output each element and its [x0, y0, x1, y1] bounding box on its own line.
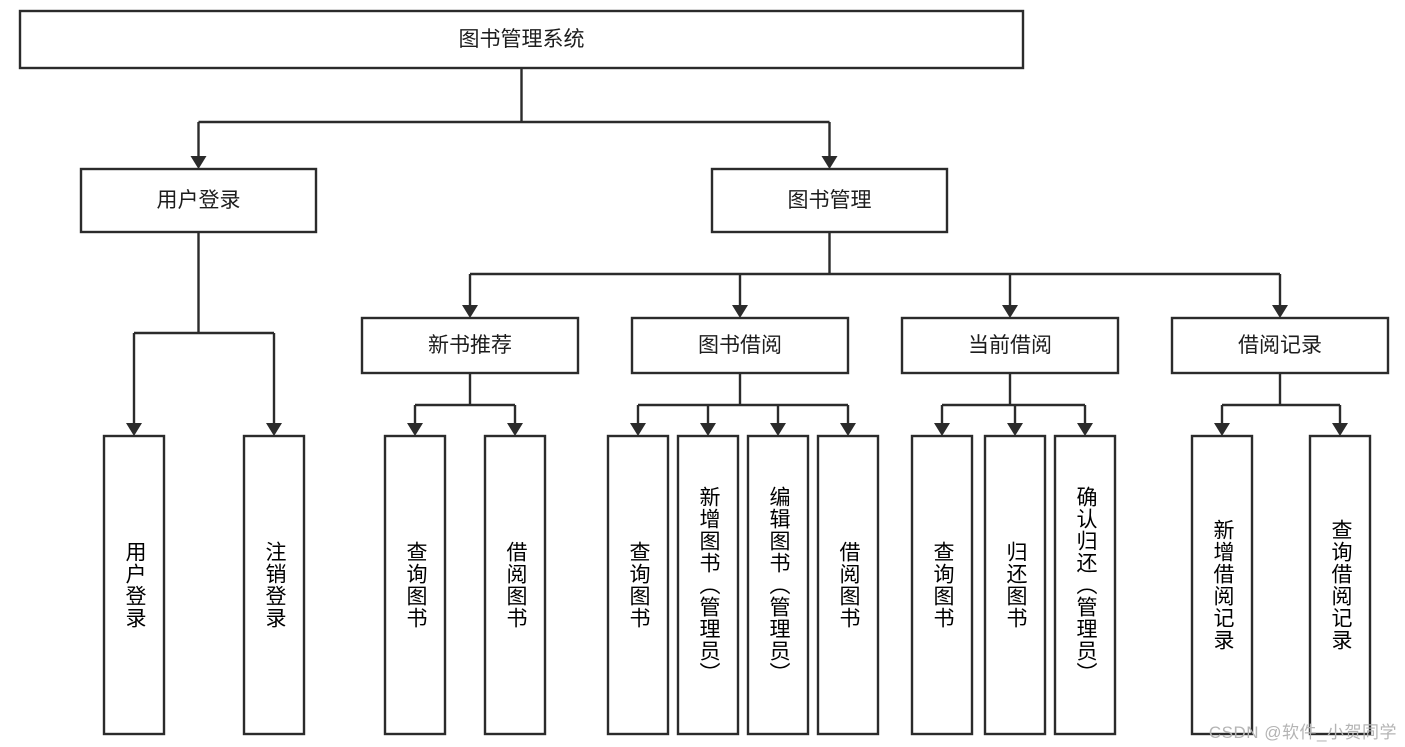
arrow-head [1077, 423, 1093, 436]
node-label: 新增图书（管理员） [697, 486, 720, 684]
node-label-wrapper: 借阅图书 [837, 541, 860, 629]
node-borrow-record[interactable]: 借阅记录 [1170, 316, 1390, 375]
arrow-head [770, 423, 786, 436]
leaf-node-box [102, 434, 166, 736]
arrow-head [1214, 423, 1230, 436]
node-leaf-query-book-3[interactable]: 查询图书 [910, 434, 974, 736]
node-leaf-logout-login[interactable]: 注销登录 [242, 434, 306, 736]
node-label: 借阅图书 [504, 541, 527, 629]
node-leaf-query-book-1[interactable]: 查询图书 [383, 434, 447, 736]
node-label: 编辑图书（管理员） [767, 486, 790, 684]
leaf-node-box [746, 434, 810, 736]
node-label: 当前借阅 [968, 334, 1052, 357]
node-label-wrapper: 新增借阅记录 [1211, 519, 1234, 651]
node-label-wrapper: 新增图书（管理员） [697, 486, 720, 684]
arrow-head [507, 423, 523, 436]
node-label: 确认归还（管理员） [1074, 486, 1097, 684]
node-leaf-query-book-2[interactable]: 查询图书 [606, 434, 670, 736]
level3-node-box [1170, 316, 1390, 375]
arrow-head [630, 423, 646, 436]
node-leaf-confirm-return[interactable]: 确认归还（管理员） [1053, 434, 1117, 736]
level2-node-box [710, 167, 949, 234]
node-label: 归还图书 [1004, 541, 1027, 629]
node-label: 新书推荐 [428, 334, 512, 357]
node-label-wrapper: 归还图书 [1004, 541, 1027, 629]
node-leaf-user-login[interactable]: 用户登录 [102, 434, 166, 736]
arrow-head [1007, 423, 1023, 436]
connectors-layer [126, 68, 1348, 436]
leaf-node-box [383, 434, 447, 736]
arrow-head [700, 423, 716, 436]
node-label-wrapper: 查询图书 [627, 541, 650, 629]
leaf-node-box [1308, 434, 1372, 736]
arrow-head [407, 423, 423, 436]
node-label: 图书管理系统 [459, 28, 585, 51]
arrow-head [840, 423, 856, 436]
node-book-borrow[interactable]: 图书借阅 [630, 316, 850, 375]
node-label-wrapper: 借阅图书 [504, 541, 527, 629]
node-label: 借阅记录 [1238, 334, 1322, 357]
arrow-head [821, 156, 838, 169]
leaf-node-box [1053, 434, 1117, 736]
node-label: 图书借阅 [698, 334, 782, 357]
arrow-head [126, 423, 142, 436]
level3-node-box [360, 316, 580, 375]
arrow-head [1002, 305, 1018, 318]
node-leaf-borrow-book-1[interactable]: 借阅图书 [483, 434, 547, 736]
leaf-node-box [242, 434, 306, 736]
arrow-head [462, 305, 478, 318]
node-label-wrapper: 编辑图书（管理员） [767, 486, 790, 684]
node-label: 用户登录 [123, 541, 146, 629]
leaf-node-box [1190, 434, 1254, 736]
node-new-book-recommend[interactable]: 新书推荐 [360, 316, 580, 375]
arrow-head [934, 423, 950, 436]
node-label: 查询图书 [627, 541, 650, 629]
arrow-head [1272, 305, 1288, 318]
node-label: 用户登录 [157, 189, 241, 212]
node-label-wrapper: 查询图书 [404, 541, 427, 629]
level3-node-box [900, 316, 1120, 375]
leaf-node-box [816, 434, 880, 736]
leaf-node-box [676, 434, 740, 736]
node-leaf-add-borrow-record[interactable]: 新增借阅记录 [1190, 434, 1254, 736]
level2-node-box [79, 167, 318, 234]
node-label: 查询图书 [931, 541, 954, 629]
node-leaf-query-borrow-record[interactable]: 查询借阅记录 [1308, 434, 1372, 736]
node-label-wrapper: 注销登录 [263, 541, 286, 629]
node-label-wrapper: 确认归还（管理员） [1074, 486, 1097, 684]
node-label-wrapper: 查询图书 [931, 541, 954, 629]
node-user-login[interactable]: 用户登录 [79, 167, 318, 234]
arrow-head [266, 423, 282, 436]
node-label: 注销登录 [263, 541, 286, 629]
node-leaf-borrow-book-2[interactable]: 借阅图书 [816, 434, 880, 736]
node-leaf-add-book-admin[interactable]: 新增图书（管理员） [676, 434, 740, 736]
node-label-wrapper: 用户登录 [123, 541, 146, 629]
leaf-node-box [983, 434, 1047, 736]
node-label: 图书管理 [788, 189, 872, 212]
node-book-management[interactable]: 图书管理 [710, 167, 949, 234]
node-label: 查询图书 [404, 541, 427, 629]
level3-node-box [630, 316, 850, 375]
node-label: 借阅图书 [837, 541, 860, 629]
node-leaf-return-book[interactable]: 归还图书 [983, 434, 1047, 736]
leaf-node-box [483, 434, 547, 736]
arrow-head [190, 156, 207, 169]
node-label: 新增借阅记录 [1211, 519, 1234, 651]
leaf-node-box [910, 434, 974, 736]
node-label: 查询借阅记录 [1329, 519, 1352, 651]
node-current-borrow[interactable]: 当前借阅 [900, 316, 1120, 375]
arrow-head [732, 305, 748, 318]
node-leaf-edit-book-admin[interactable]: 编辑图书（管理员） [746, 434, 810, 736]
node-label-wrapper: 查询借阅记录 [1329, 519, 1352, 651]
arrow-head [1332, 423, 1348, 436]
leaf-node-box [606, 434, 670, 736]
nodes-layer: 图书管理系统用户登录图书管理新书推荐图书借阅当前借阅借阅记录用户登录注销登录查询… [18, 9, 1390, 736]
node-root[interactable]: 图书管理系统 [18, 9, 1025, 70]
root-node-box [18, 9, 1025, 70]
